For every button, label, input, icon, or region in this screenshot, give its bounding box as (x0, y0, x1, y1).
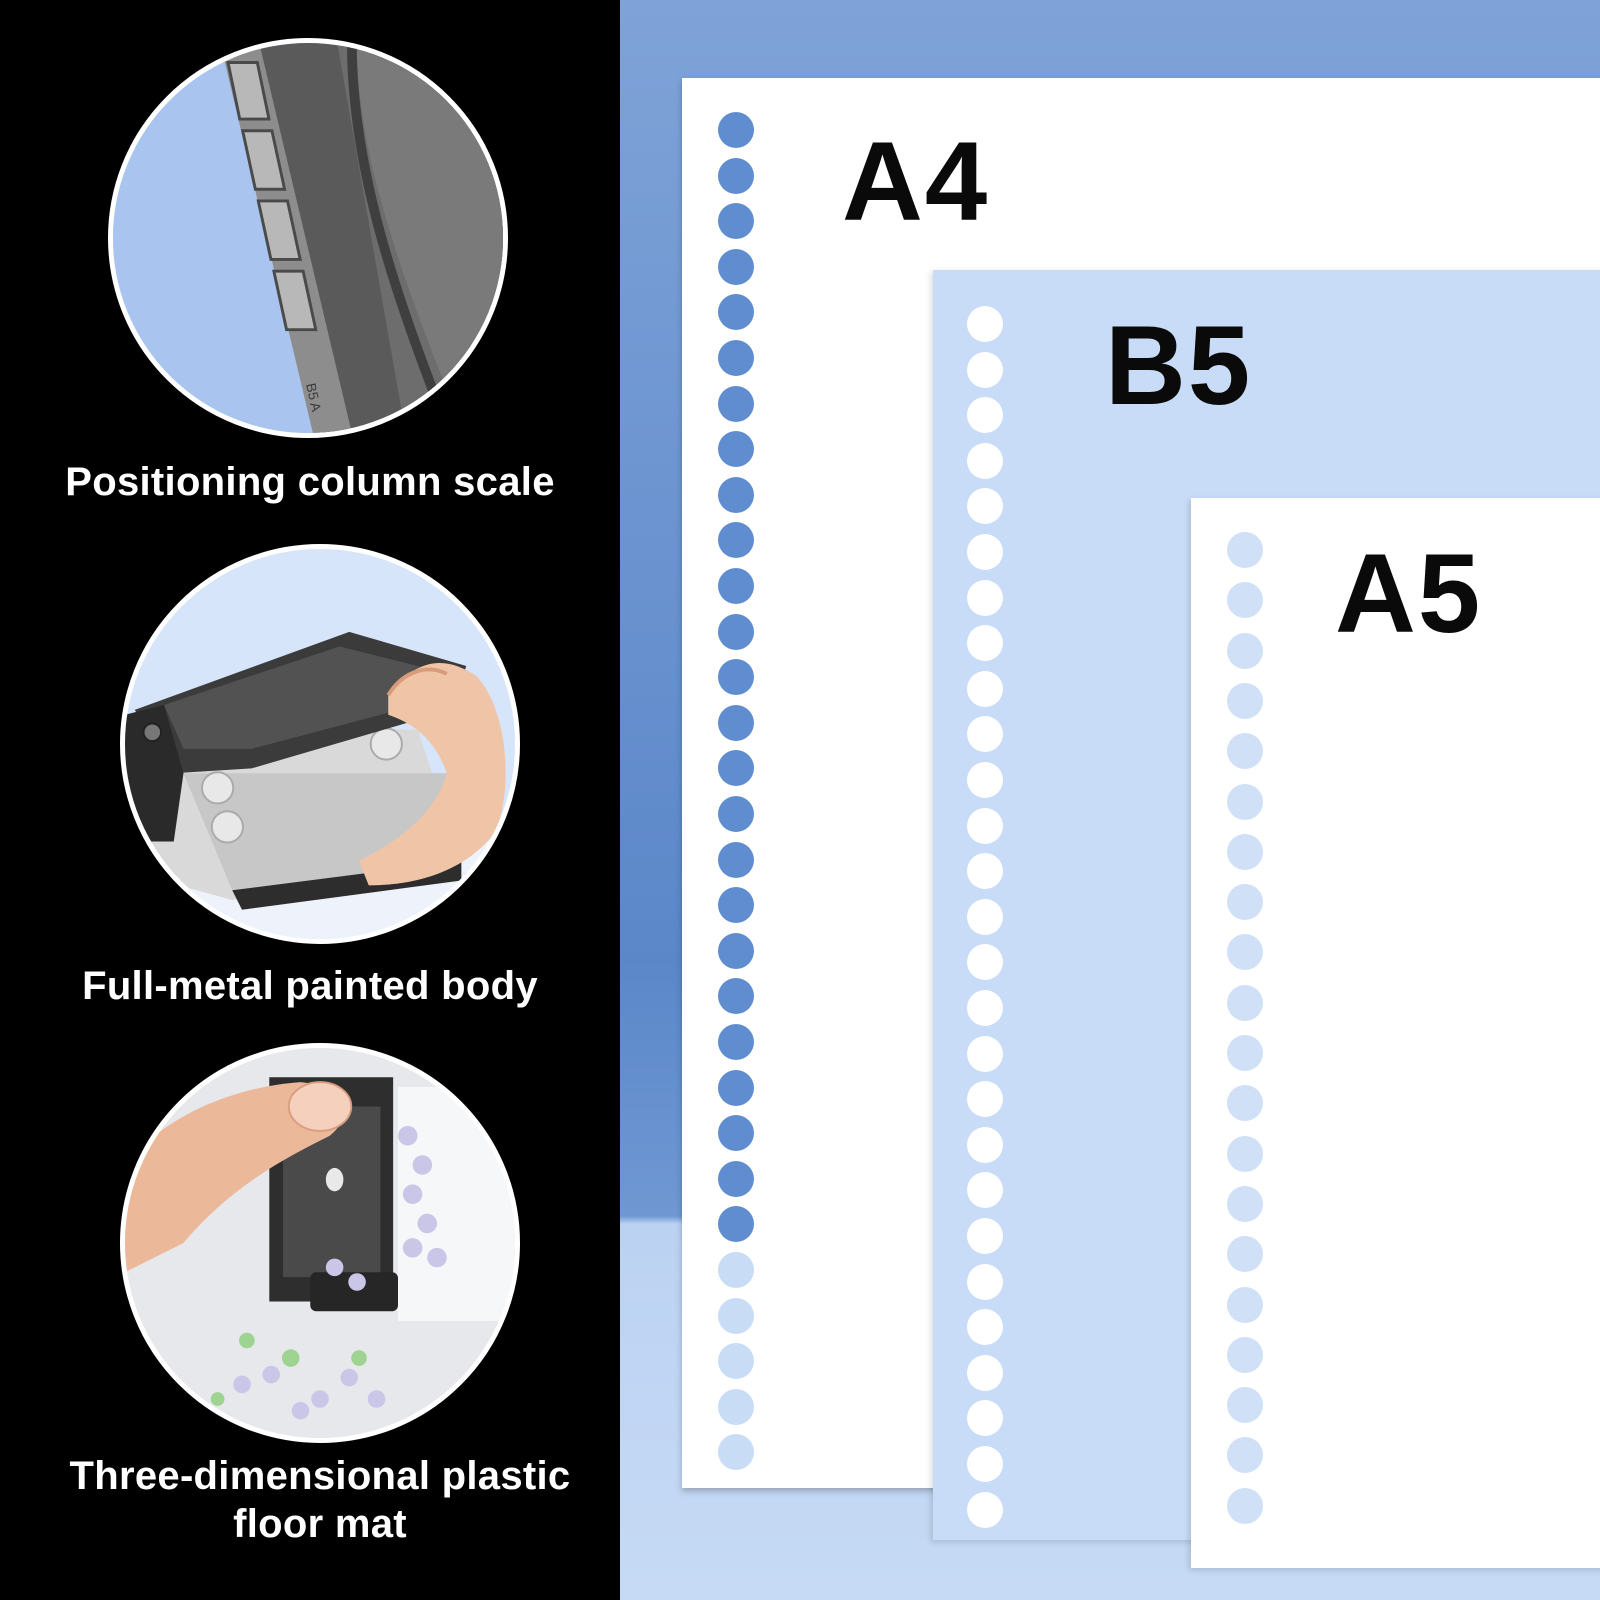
binding-hole (718, 978, 754, 1015)
binding-hole (718, 385, 754, 422)
binding-hole (1227, 532, 1263, 568)
feature-floor-mat: Three-dimensional plastic floor mat (0, 1010, 620, 1600)
binding-hole (1227, 733, 1263, 770)
binding-hole (718, 841, 754, 878)
binding-hole (1227, 884, 1263, 921)
binding-hole (967, 1263, 1003, 1300)
binding-hole (718, 568, 754, 604)
binding-hole (967, 1400, 1003, 1437)
caption-positioning-scale: Positioning column scale (65, 460, 555, 504)
positioning-scale-photo: B5 A (108, 38, 508, 438)
binding-hole (1227, 833, 1263, 870)
hole-punch-photo (120, 544, 520, 944)
binding-hole (718, 1343, 754, 1380)
binding-hole (1227, 1185, 1263, 1222)
floor-mat-illustration (125, 1048, 515, 1438)
label-a4: A4 (842, 119, 990, 244)
binding-hole (718, 1434, 754, 1471)
binding-hole (718, 248, 754, 285)
binding-hole (718, 294, 754, 331)
binding-hole (967, 944, 1003, 981)
label-a5: A5 (1335, 531, 1483, 656)
hole-punch-illustration (125, 549, 515, 939)
binding-hole (1227, 1387, 1263, 1424)
paper-size-diagram: A4 B5 A5 (620, 0, 1600, 1600)
binding-hole (967, 1218, 1003, 1254)
binding-hole (1227, 682, 1263, 719)
binding-hole (718, 431, 754, 468)
binding-hole (967, 1446, 1003, 1482)
feature-positioning-scale: B5 A Positioning column scale (0, 0, 620, 510)
binding-hole (967, 1126, 1003, 1163)
binding-hole (718, 796, 754, 832)
binding-hole (967, 625, 1003, 662)
binding-hole (718, 613, 754, 650)
label-b5: B5 (1105, 303, 1253, 428)
binding-hole (967, 351, 1003, 388)
binding-hole (718, 932, 754, 969)
binding-hole (967, 1035, 1003, 1072)
feature-panel: B5 A Positioning column scale (0, 0, 620, 1600)
binding-hole (718, 1024, 754, 1060)
sheet-a5: A5 (1191, 498, 1600, 1568)
binding-hole (1227, 1035, 1263, 1071)
binding-hole (718, 887, 754, 924)
binding-hole (967, 670, 1003, 707)
binding-hole (967, 579, 1003, 616)
binding-hole (967, 853, 1003, 890)
floor-mat-photo (120, 1043, 520, 1443)
binding-hole (967, 397, 1003, 434)
binding-hole (967, 1081, 1003, 1118)
binding-hole (718, 203, 754, 240)
caption-metal-body: Full-metal painted body (82, 964, 538, 1008)
binding-hole (1227, 1135, 1263, 1172)
binding-hole (967, 1172, 1003, 1209)
binding-hole (718, 659, 754, 696)
binding-hole (718, 476, 754, 513)
binding-hole (1227, 632, 1263, 669)
binding-hole (718, 1206, 754, 1243)
binding-hole (718, 112, 754, 148)
binding-hole (967, 488, 1003, 525)
binding-hole (718, 1297, 754, 1334)
binding-hole (967, 1309, 1003, 1346)
binding-hole (1227, 1437, 1263, 1474)
binding-hole (1227, 934, 1263, 971)
binding-hole (1227, 783, 1263, 820)
binding-hole (967, 442, 1003, 479)
binding-hole (1227, 1286, 1263, 1323)
binding-hole (718, 340, 754, 376)
binding-hole (718, 750, 754, 787)
binding-hole (967, 716, 1003, 753)
binding-hole (967, 762, 1003, 798)
binding-hole (718, 1252, 754, 1288)
binding-hole (967, 306, 1003, 342)
caption-floor-mat: Three-dimensional plastic floor mat (69, 1454, 571, 1546)
binding-hole (967, 898, 1003, 935)
binding-hole (1227, 984, 1263, 1021)
binding-hole (1227, 1085, 1263, 1122)
binding-hole (967, 534, 1003, 570)
binding-hole (718, 1115, 754, 1152)
binding-hole (967, 990, 1003, 1026)
binding-hole (718, 1160, 754, 1197)
positioning-scale-illustration: B5 A (113, 43, 503, 433)
svg-text:B5 A: B5 A (303, 382, 324, 414)
binding-hole (718, 1388, 754, 1425)
binding-hole (967, 1491, 1003, 1528)
binding-hole (718, 157, 754, 194)
binding-hole (718, 1069, 754, 1106)
binding-hole (718, 522, 754, 559)
binding-hole (967, 807, 1003, 844)
binding-hole (967, 1354, 1003, 1391)
binding-hole (1227, 582, 1263, 619)
binding-hole (718, 704, 754, 741)
binding-hole (1227, 1336, 1263, 1373)
binding-hole (1227, 1236, 1263, 1273)
feature-metal-body: Full-metal painted body (0, 510, 620, 1010)
binding-hole (1227, 1487, 1263, 1524)
